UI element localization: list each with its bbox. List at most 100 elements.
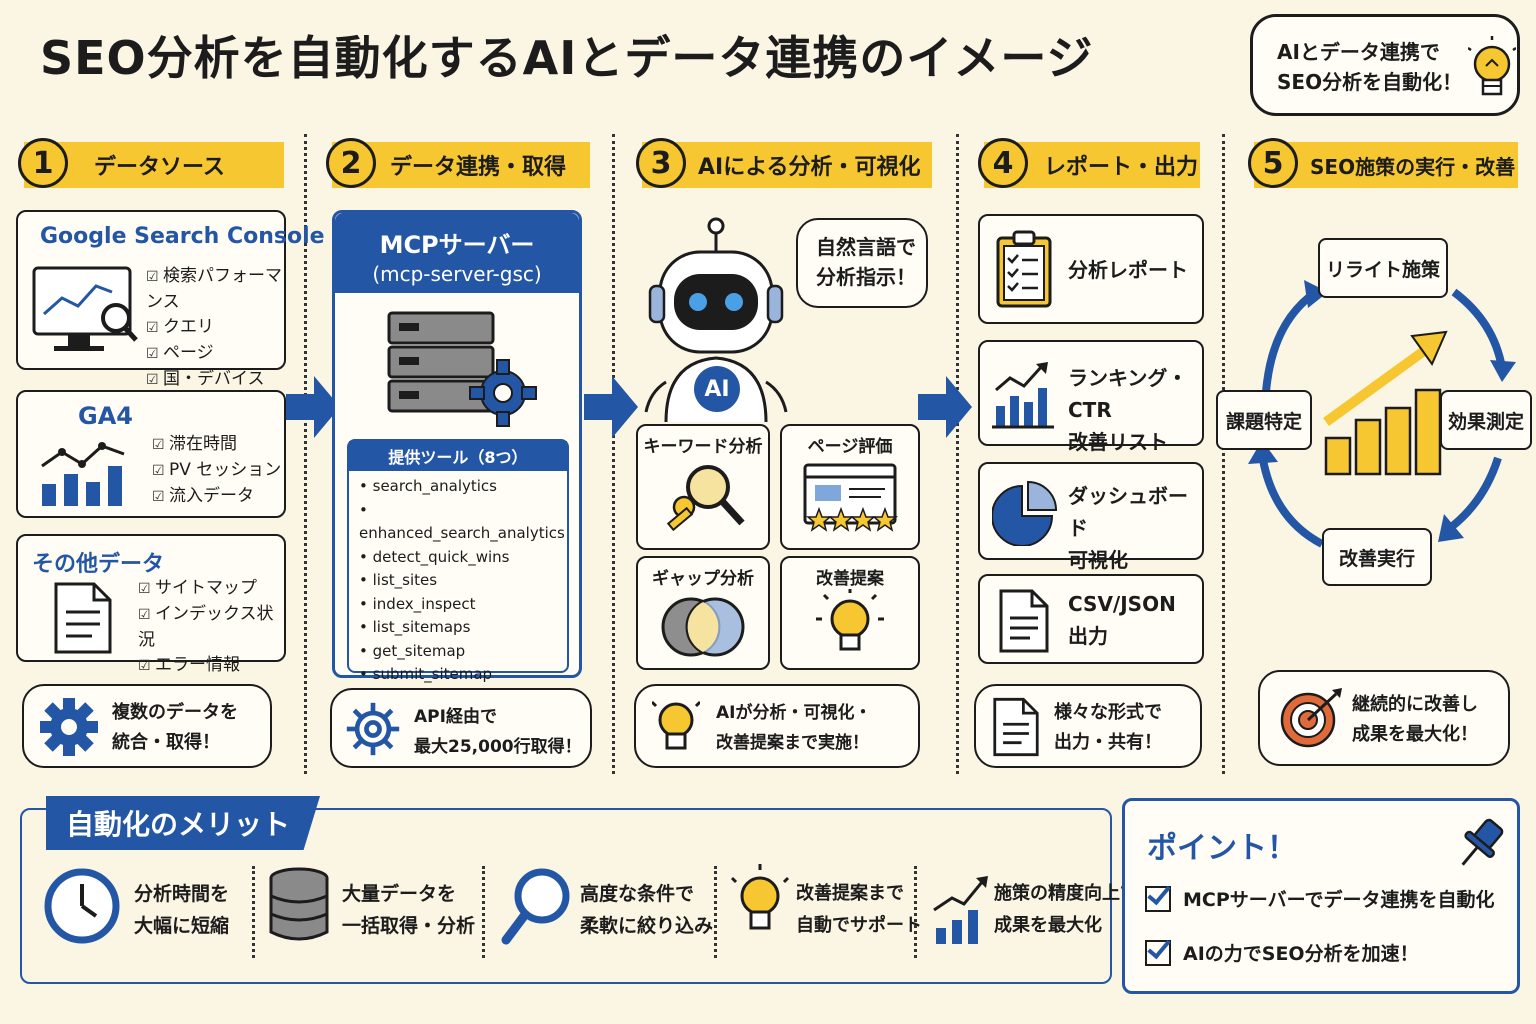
- step-label: AIによる分析・可視化: [698, 155, 921, 180]
- report-card-dashboard: ダッシュボード 可視化: [978, 462, 1204, 572]
- report-card-export: CSV/JSON 出力: [978, 574, 1204, 664]
- ai-speech-bubble: 自然言語で 分析指示！: [796, 218, 928, 308]
- ai-note-line2: 改善提案まで実施！: [716, 733, 869, 753]
- report-label-line2: 出力: [1068, 624, 1108, 648]
- step-header-3: AIによる分析・可視化: [642, 142, 932, 188]
- cycle-step-identify: 課題特定: [1216, 390, 1312, 450]
- clipboard-checklist-icon: [996, 230, 1052, 308]
- bar-chart-icon: [41, 442, 125, 506]
- improvement-cycle-icon: [1248, 280, 1516, 548]
- merit-line2: 自動でサポート: [796, 915, 922, 936]
- divider: [304, 134, 307, 774]
- merit-line1: 改善提案まで: [796, 883, 904, 904]
- report-label: CSV/JSON 出力: [1068, 588, 1176, 652]
- tool-item: search_analytics: [359, 475, 567, 499]
- report-label: ダッシュボード 可視化: [1068, 480, 1202, 576]
- step-label: データソース: [94, 155, 225, 180]
- ai-speech-line2: 分析指示！: [816, 265, 916, 289]
- key-point-item: MCPサーバーでデータ連携を自動化: [1145, 885, 1494, 912]
- tool-item: index_inspect: [359, 593, 567, 617]
- merit-line1: 施策の精度向上で: [994, 883, 1138, 904]
- sources-note: 複数のデータを 統合・取得！: [22, 684, 272, 768]
- cycle-step-measure: 効果測定: [1440, 390, 1532, 450]
- sources-note-line2: 統合・取得！: [112, 732, 220, 753]
- flow-arrow-icon: [584, 376, 638, 438]
- lightbulb-icon: [730, 864, 790, 930]
- target-icon: [1280, 688, 1342, 748]
- report-note-line2: 出力・共有！: [1054, 732, 1162, 753]
- tool-item: get_sitemap: [359, 640, 567, 664]
- database-icon: [269, 867, 329, 941]
- divider: [252, 866, 255, 958]
- flow-arrow-icon: [286, 376, 340, 438]
- report-label-line1: ランキング・CTR: [1068, 366, 1188, 422]
- lightbulb-icon: [652, 700, 700, 750]
- pushpin-icon: [1461, 818, 1504, 866]
- report-note-line1: 様々な形式で: [1054, 702, 1162, 723]
- merits-panel: [20, 808, 1112, 984]
- page-rating-icon: [803, 463, 899, 532]
- tools-panel: 提供ツール（8つ） search_analytics enhanced_sear…: [347, 439, 569, 683]
- cycle-note-line1: 継続的に改善し: [1352, 694, 1478, 715]
- other-data-title: その他データ: [32, 552, 165, 577]
- tool-list: search_analytics enhanced_search_analyti…: [359, 475, 567, 687]
- headline-bubble-line2: SEO分析を自動化！: [1277, 70, 1463, 94]
- divider: [482, 866, 485, 958]
- lightbulb-icon: [1468, 36, 1516, 96]
- analysis-label: ページ評価: [807, 437, 893, 457]
- report-card-analysis: 分析レポート: [978, 214, 1204, 324]
- step-number-4: 4: [978, 138, 1028, 188]
- tool-item: list_sites: [359, 569, 567, 593]
- monitor-analytics-icon: [32, 266, 138, 351]
- merits-title: 自動化のメリット: [46, 796, 321, 850]
- checkbox-icon: [1145, 885, 1171, 912]
- gsc-metric: 検索パフォーマンス: [146, 264, 284, 315]
- merit-line1: 分析時間を: [134, 883, 230, 905]
- other-data-item: エラー情報: [138, 653, 284, 679]
- analysis-card-keyword: キーワード分析: [636, 424, 770, 550]
- analysis-label: キーワード分析: [643, 437, 763, 457]
- merit-line2: 柔軟に絞り込み: [580, 915, 714, 937]
- report-card-ranking: ランキング・CTR 改善リスト: [978, 340, 1204, 454]
- server-gear-icon: [387, 311, 537, 427]
- ga4-metric: 滞在時間: [152, 432, 281, 458]
- gsc-metric: 国・デバイス: [146, 367, 284, 393]
- merit-item: 施策の精度向上で 成果を最大化: [994, 878, 1138, 942]
- ai-speech-line1: 自然言語で: [816, 235, 916, 259]
- merit-item: 改善提案まで 自動でサポート: [796, 878, 922, 942]
- gsc-title: Google Search Console: [40, 224, 325, 249]
- other-data-item: サイトマップ: [138, 576, 284, 602]
- divider: [1222, 134, 1225, 774]
- analysis-label: 改善提案: [816, 569, 884, 589]
- tool-item: detect_quick_wins: [359, 546, 567, 570]
- step-label: データ連携・取得: [390, 155, 567, 180]
- gsc-metric-list: 検索パフォーマンス クエリ ページ 国・デバイス: [146, 264, 284, 393]
- search-icon: [501, 868, 570, 945]
- analysis-label: ギャップ分析: [652, 569, 754, 589]
- tools-title: 提供ツール（8つ）: [349, 441, 567, 471]
- report-note: 様々な形式で 出力・共有！: [974, 684, 1202, 768]
- tool-item: submit_sitemap: [359, 663, 567, 687]
- step-number-3: 3: [636, 138, 686, 188]
- cycle-note-line2: 成果を最大化！: [1352, 724, 1478, 745]
- ga4-metric: PV セッション: [152, 458, 281, 484]
- mcp-server-title: MCPサーバー: [379, 231, 535, 259]
- tool-item: enhanced_search_analytics: [359, 499, 567, 546]
- key-point-item: AIの力でSEO分析を加速！: [1145, 939, 1419, 966]
- step-header-2: データ連携・取得: [332, 142, 590, 188]
- step-number-1: 1: [18, 138, 68, 188]
- mcp-note-line1: API経由で: [414, 707, 497, 727]
- gsc-metric: ページ: [146, 341, 284, 367]
- growth-chart-icon: [933, 876, 988, 944]
- document-icon: [999, 589, 1049, 653]
- step-label: レポート・出力: [1044, 155, 1199, 180]
- ga4-metric: 流入データ: [152, 484, 281, 510]
- flow-arrow-icon: [918, 376, 972, 438]
- analysis-card-page: ページ評価: [780, 424, 920, 550]
- merit-line2: 一括取得・分析: [342, 915, 476, 937]
- merit-item: 高度な条件で 柔軟に絞り込み: [580, 878, 713, 942]
- ai-note-line1: AIが分析・可視化・: [716, 703, 872, 723]
- report-label-line1: 分析レポート: [1068, 258, 1188, 282]
- key-point-text: AIの力でSEO分析を加速！: [1183, 943, 1419, 965]
- step-label: SEO施策の実行・改善: [1310, 154, 1516, 179]
